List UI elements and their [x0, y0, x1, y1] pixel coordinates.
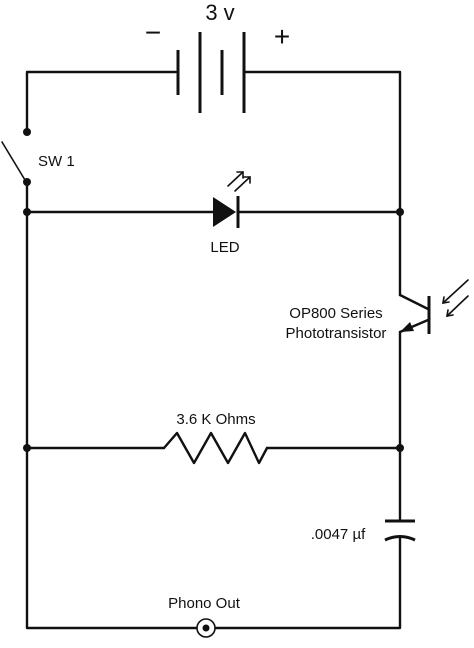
battery-minus-label: − [145, 17, 161, 48]
capacitor: .0047 µf [311, 519, 416, 543]
battery-voltage-label: 3 v [205, 0, 234, 25]
switch-lever [1, 141, 26, 181]
phototransistor-collector [398, 293, 430, 311]
phono-jack-center [202, 624, 210, 632]
junction-dot [23, 444, 31, 452]
junction-dot [23, 208, 31, 216]
phono-out-label: Phono Out [168, 595, 241, 612]
switch-contact [23, 128, 31, 136]
resistor-zigzag [162, 431, 269, 465]
resistor-label: 3.6 K Ohms [176, 411, 255, 428]
top-right-wire [244, 70, 402, 297]
phototransistor: OP800 Series Phototransistor [286, 279, 469, 342]
wires [25, 70, 402, 630]
resistor: 3.6 K Ohms [162, 411, 269, 465]
battery-plus-label: + [274, 21, 290, 52]
top-left-wire [25, 70, 178, 132]
left-rail-wire [25, 181, 198, 630]
switch-label: SW 1 [38, 153, 75, 170]
junction-dot [396, 208, 404, 216]
battery: 3 v − + [145, 0, 290, 113]
phototransistor-label-line1: OP800 Series [289, 305, 382, 322]
switch-sw1: SW 1 [1, 128, 75, 186]
junction-dot [396, 444, 404, 452]
right-lower-wire [214, 330, 402, 630]
led: LED [210, 171, 251, 256]
capacitor-label: .0047 µf [311, 526, 366, 543]
emitter-arrow-icon [400, 322, 414, 332]
junction-dots [23, 208, 404, 452]
led-light-arrows-icon [227, 171, 251, 192]
phono-jack-outer-ring [196, 618, 216, 638]
phono-jack: Phono Out [168, 595, 241, 638]
capacitor-curved-plate [384, 535, 416, 542]
led-triangle [213, 197, 236, 227]
phototransistor-label-line2: Phototransistor [286, 325, 387, 342]
led-label: LED [210, 239, 239, 256]
phototransistor-light-arrows-icon [442, 279, 469, 317]
